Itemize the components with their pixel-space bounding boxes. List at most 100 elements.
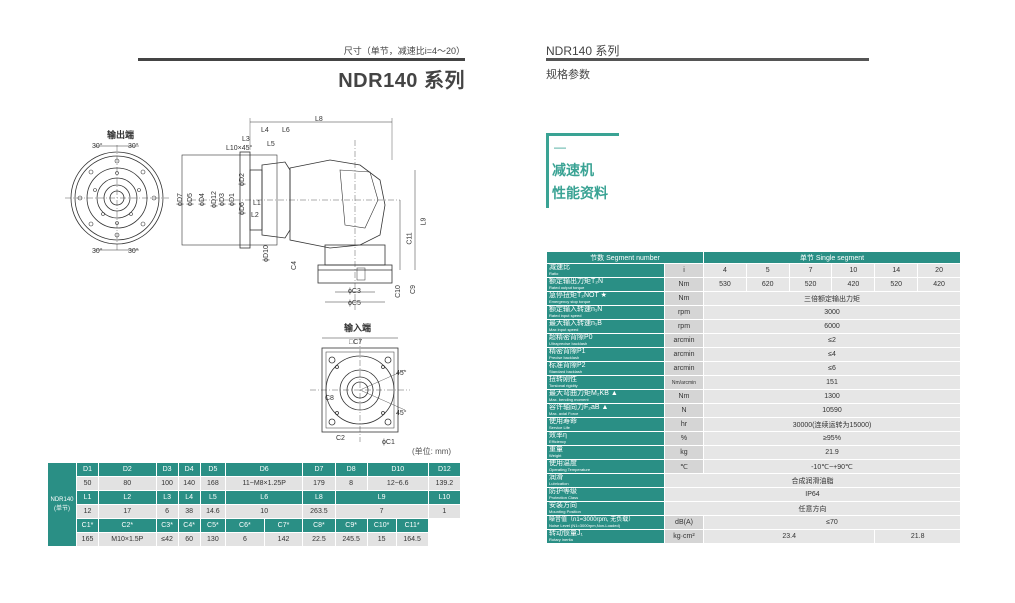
table-header-cell: D1 bbox=[75, 462, 100, 477]
dim-label: L10×45° bbox=[226, 145, 253, 152]
table-cell: IP64 bbox=[664, 487, 961, 502]
dim-label: 45° bbox=[396, 410, 407, 417]
dim-label: L9 bbox=[420, 217, 428, 226]
dim-label: L6 bbox=[282, 127, 290, 134]
table-cell: 179 bbox=[302, 476, 336, 491]
dim-label: ϕC5 bbox=[348, 300, 361, 307]
table-cell: 14 bbox=[874, 263, 919, 278]
table-cell: ≤2 bbox=[703, 333, 961, 348]
table-cell: 21.8 bbox=[874, 529, 961, 544]
table-cell: ≤42 bbox=[155, 532, 179, 547]
table-cell: 10590 bbox=[703, 403, 961, 418]
table-cell: 三倍额定输出力矩 bbox=[703, 291, 961, 306]
table-header-cell: D2 bbox=[98, 462, 157, 477]
dim-label: ϕC3 bbox=[348, 288, 361, 295]
side-view bbox=[181, 118, 416, 310]
row-unit: dB(A) bbox=[664, 515, 704, 530]
dim-label: L2 bbox=[251, 212, 259, 219]
table-cell: 80 bbox=[98, 476, 157, 491]
table-cell: ≤70 bbox=[703, 515, 961, 530]
table-cell: 38 bbox=[177, 504, 201, 519]
left-page-title: NDR140 系列 bbox=[338, 70, 465, 92]
dim-label: ϕD4 bbox=[198, 193, 206, 206]
table-header-cell: C1* bbox=[75, 518, 100, 533]
dim-label: ϕD10 bbox=[262, 245, 270, 262]
table-cell: 6 bbox=[225, 532, 265, 547]
table-cell: 1300 bbox=[703, 389, 961, 404]
table-cell: M10×1.5P bbox=[98, 532, 157, 547]
table-header-cell: C11* bbox=[395, 518, 429, 533]
table-header-cell: D12 bbox=[427, 462, 462, 477]
row-unit: rpm bbox=[664, 319, 704, 334]
table-cell: 164.5 bbox=[395, 532, 429, 547]
table-cell: 6000 bbox=[703, 319, 961, 334]
table-cell: 60 bbox=[177, 532, 201, 547]
table-header-cell: L2 bbox=[98, 490, 157, 505]
angle-label: 30° bbox=[92, 248, 103, 255]
table-header-cell: C3* bbox=[155, 518, 179, 533]
table-cell: ≥95% bbox=[703, 431, 961, 446]
row-unit: rpm bbox=[664, 305, 704, 320]
dim-label: ϕD1 bbox=[228, 193, 236, 206]
table-header-cell: D7 bbox=[302, 462, 336, 477]
row-unit: arcmin bbox=[664, 347, 704, 362]
table-header-cell: L6 bbox=[225, 490, 304, 505]
table-header-cell: C7* bbox=[263, 518, 304, 533]
table-cell: ≤6 bbox=[703, 361, 961, 376]
table-header-cell: L5 bbox=[199, 490, 227, 505]
table-cell: 14.6 bbox=[199, 504, 227, 519]
table-cell: 21.9 bbox=[703, 445, 961, 460]
table-header-cell: L8 bbox=[302, 490, 336, 505]
table-header-cell: 单节 Single segment bbox=[703, 251, 961, 264]
table-header-cell: L9 bbox=[334, 490, 429, 505]
dim-label: C4 bbox=[290, 261, 298, 270]
row-label: 最大弯曲力矩M₂KB ▲Max. bending moment bbox=[546, 389, 665, 404]
table-header-cell: C5* bbox=[199, 518, 227, 533]
dim-label: C2 bbox=[336, 435, 345, 442]
row-unit: Nm/arcmin bbox=[664, 375, 704, 390]
dim-label: ϕD6 bbox=[238, 202, 246, 215]
badge-dash: — bbox=[554, 140, 566, 154]
table-cell: 10 bbox=[225, 504, 304, 519]
row-unit: arcmin bbox=[664, 361, 704, 376]
table-cell: 142 bbox=[263, 532, 304, 547]
left-header-rule bbox=[138, 58, 465, 61]
angle-label: 30° bbox=[92, 143, 103, 150]
table-header-cell: L4 bbox=[177, 490, 201, 505]
section-badge-frame bbox=[546, 133, 619, 208]
table-header-row: L1 L2 L3 L4 L5 L6 L8 L9 L10 bbox=[48, 490, 462, 505]
table-cell: 11~M8×1.25P bbox=[225, 476, 304, 491]
table-cell: 100 bbox=[155, 476, 179, 491]
badge-line-2: 性能资料 bbox=[552, 185, 608, 201]
row-unit: hr bbox=[664, 417, 704, 432]
table-header-cell: L10 bbox=[427, 490, 462, 505]
row-unit: kg·cm² bbox=[664, 529, 704, 544]
table-cell: 139.2 bbox=[427, 476, 462, 491]
input-end-label: 输入端 bbox=[344, 323, 372, 333]
table-cell: 6 bbox=[155, 504, 179, 519]
table-cell: 530 bbox=[703, 277, 747, 292]
dim-label: L3 bbox=[242, 136, 250, 143]
table-row: 12 17 6 38 14.6 10 263.5 7 1 bbox=[48, 504, 462, 519]
table-cell: 420 bbox=[831, 277, 876, 292]
table-header-cell: L1 bbox=[75, 490, 100, 505]
row-unit: ℃ bbox=[664, 459, 704, 474]
table-cell: 151 bbox=[703, 375, 961, 390]
dim-label: L4 bbox=[261, 127, 269, 134]
table-header-cell: 节数 Segment number bbox=[546, 251, 704, 264]
table-cell: 1 bbox=[427, 504, 462, 519]
